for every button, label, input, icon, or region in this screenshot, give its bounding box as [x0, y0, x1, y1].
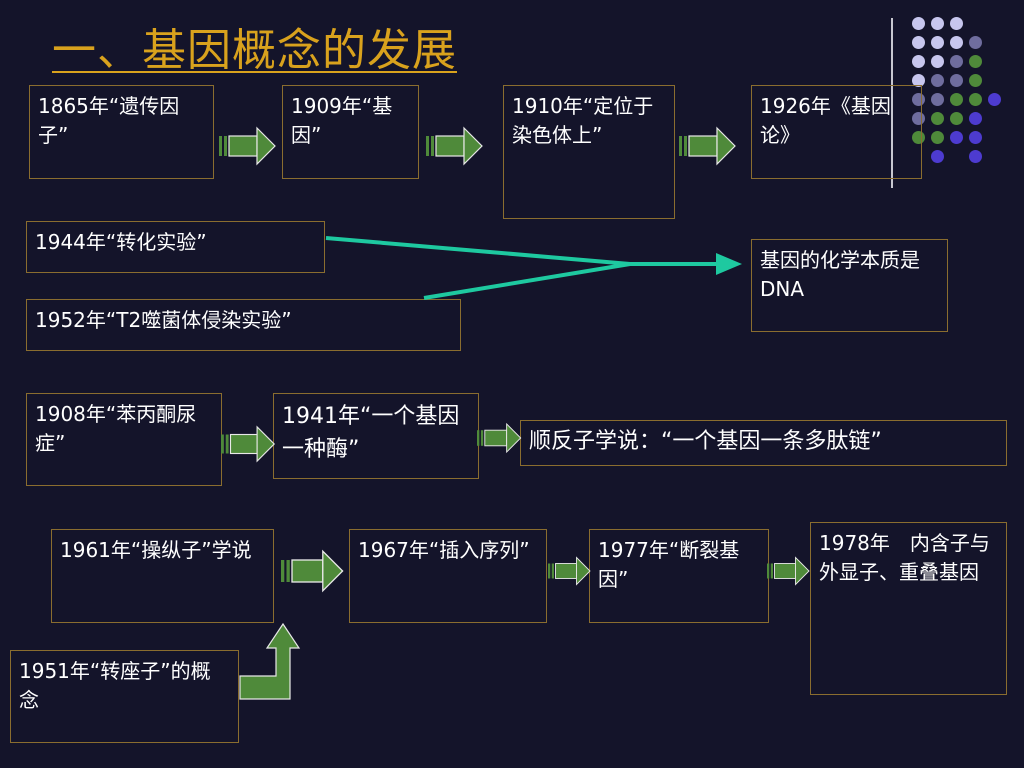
right-arrow-icon: [425, 127, 483, 165]
decorative-dot: [988, 93, 1001, 106]
decorative-dot: [931, 131, 944, 144]
box-1978-intron-exon: 1978年 内含子与外显子、重叠基因: [810, 522, 1007, 695]
decorative-dot: [950, 93, 963, 106]
decorative-dot: [931, 74, 944, 87]
decorative-dot: [950, 17, 963, 30]
decorative-dot: [969, 112, 982, 125]
bent-up-arrow-icon: [239, 622, 301, 700]
right-arrow-icon: [280, 550, 344, 592]
decorative-dot: [931, 17, 944, 30]
right-arrow-icon: [476, 423, 522, 453]
box-1908-pku: 1908年“苯丙酮尿症”: [26, 393, 222, 486]
decorative-dot: [950, 55, 963, 68]
box-1909-gene: 1909年“基因”: [282, 85, 419, 179]
box-1865-hereditary-factor: 1865年“遗传因子”: [29, 85, 214, 179]
right-arrow-icon: [678, 127, 736, 165]
decorative-dot: [969, 131, 982, 144]
box-1961-operon: 1961年“操纵子”学说: [51, 529, 274, 623]
decorative-dot: [912, 55, 925, 68]
decorative-dot: [912, 74, 925, 87]
decorative-dot: [931, 36, 944, 49]
decorative-dot: [950, 131, 963, 144]
arrowhead-icon: [716, 253, 742, 275]
right-arrow-icon: [547, 557, 591, 585]
decorative-dot: [950, 36, 963, 49]
connector-line: [325, 236, 631, 266]
box-cistron-theory: 顺反子学说：“一个基因一条多肽链”: [520, 420, 1007, 466]
box-gene-is-dna: 基因的化学本质是DNA: [751, 239, 948, 332]
right-arrow-icon: [766, 557, 810, 585]
box-1967-insertion-sequence: 1967年“插入序列”: [349, 529, 547, 623]
decorative-dot: [931, 55, 944, 68]
decorative-dot: [969, 55, 982, 68]
decorative-dot: [969, 74, 982, 87]
connector-line: [423, 262, 631, 300]
right-arrow-icon: [220, 426, 275, 462]
decorative-dot: [950, 74, 963, 87]
decorative-dot: [969, 150, 982, 163]
decorative-dot: [912, 36, 925, 49]
box-1910-chromosome: 1910年“定位于染色体上”: [503, 85, 675, 219]
slide-title: 一、基因概念的发展: [52, 25, 457, 76]
box-1952-t2-phage: 1952年“T2噬菌体侵染实验”: [26, 299, 461, 351]
decorative-dot: [912, 17, 925, 30]
box-1941-one-gene-one-enzyme: 1941年“一个基因一种酶”: [273, 393, 479, 479]
decorative-dot: [931, 150, 944, 163]
decorative-dot: [969, 36, 982, 49]
decorative-dot: [931, 112, 944, 125]
box-1944-transformation: 1944年“转化实验”: [26, 221, 325, 273]
decorative-dot: [950, 112, 963, 125]
decorative-dot: [969, 93, 982, 106]
decorative-dot: [931, 93, 944, 106]
box-1926-theory-of-gene: 1926年《基因论》: [751, 85, 922, 179]
right-arrow-icon: [218, 127, 276, 165]
box-1951-transposon: 1951年“转座子”的概念: [10, 650, 239, 743]
divider-line: [891, 18, 893, 188]
